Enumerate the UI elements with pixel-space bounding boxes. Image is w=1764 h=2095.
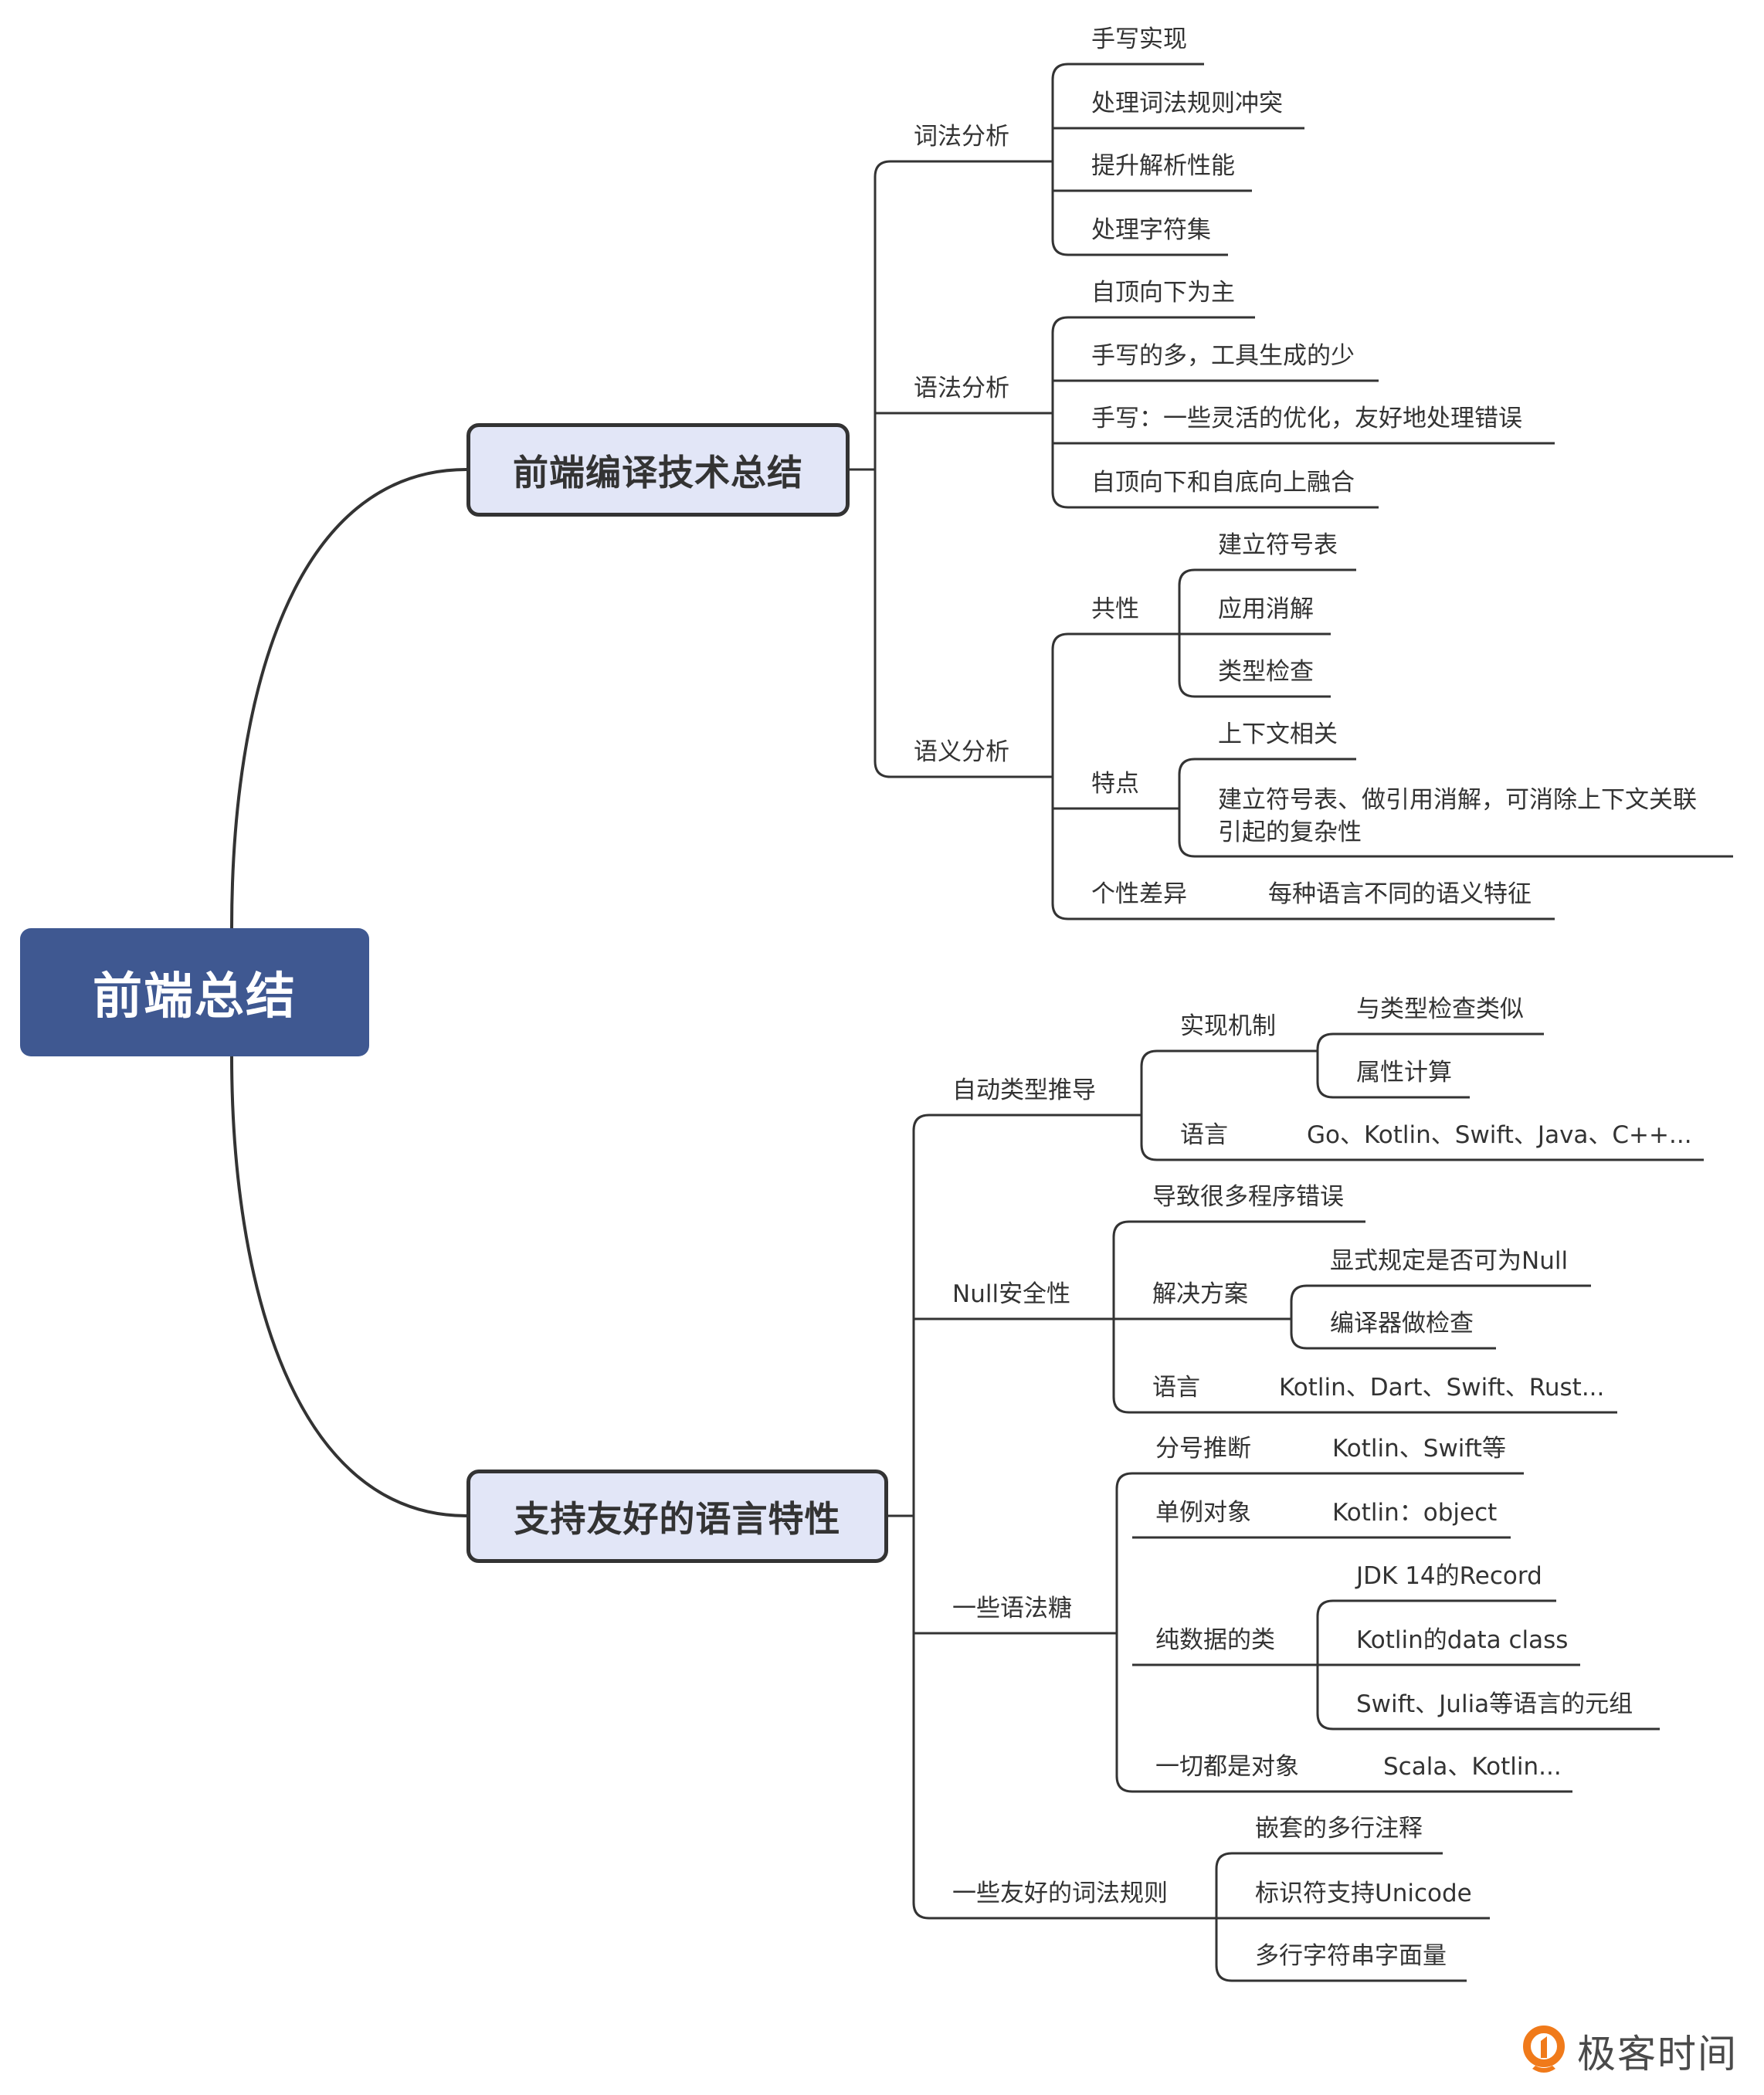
node-leaf[interactable]: 处理词法规则冲突 xyxy=(1091,90,1283,117)
mechanism-spine xyxy=(1316,1032,1334,1099)
node-syntax-analysis[interactable]: 语法分析 xyxy=(914,375,1009,402)
node-leaf[interactable]: 自顶向下和自底向上融合 xyxy=(1091,469,1355,497)
brand-name: 极客时间 xyxy=(1577,2032,1738,2076)
node-leaf[interactable]: 与类型检查类似 xyxy=(1356,995,1524,1023)
branch-1-spine xyxy=(874,160,891,778)
node-lexical-analysis[interactable]: 词法分析 xyxy=(914,123,1009,151)
feature-spine xyxy=(1178,758,1196,858)
node-lexical-rules[interactable]: 一些友好的词法规则 xyxy=(952,1880,1168,1907)
node-mechanism[interactable]: 实现机制 xyxy=(1180,1012,1276,1040)
semantic-spine xyxy=(1051,632,1069,920)
solution-spine xyxy=(1290,1284,1308,1350)
node-value: 每种语言不同的语义特征 xyxy=(1268,880,1532,908)
branch-language-features[interactable]: 支持友好的语言特性 xyxy=(466,1470,888,1563)
node-commonality[interactable]: 共性 xyxy=(1091,595,1139,623)
node-leaf[interactable]: JDK 14的Record xyxy=(1356,1562,1542,1590)
node-leaf[interactable]: 应用消解 xyxy=(1218,595,1314,623)
geektime-logo-icon xyxy=(1523,2026,1565,2073)
node-leaf[interactable]: 嵌套的多行注释 xyxy=(1255,1815,1423,1842)
node-data-class[interactable]: 纯数据的类 xyxy=(1155,1626,1275,1654)
node-singleton[interactable]: 单例对象 xyxy=(1155,1499,1251,1527)
node-semantic-analysis[interactable]: 语义分析 xyxy=(914,738,1009,766)
branch-2-spine xyxy=(912,1114,930,1920)
lexical-spine xyxy=(1051,63,1069,256)
node-leaf[interactable]: Kotlin的data class xyxy=(1356,1626,1569,1654)
node-leaf[interactable]: 手写：一些灵活的优化，友好地处理错误 xyxy=(1091,405,1522,432)
node-syntactic-sugar[interactable]: 一些语法糖 xyxy=(952,1595,1072,1622)
node-leaf[interactable]: 手写的多，工具生成的少 xyxy=(1091,342,1355,370)
node-leaf[interactable]: 手写实现 xyxy=(1091,25,1187,53)
node-value: Kotlin、Swift等 xyxy=(1332,1435,1506,1463)
node-everything-object[interactable]: 一切都是对象 xyxy=(1155,1753,1299,1781)
node-leaf[interactable]: 显式规定是否可为Null xyxy=(1330,1247,1569,1275)
branch-label: 支持友好的语言特性 xyxy=(514,1497,841,1540)
branch-compile-tech[interactable]: 前端编译技术总结 xyxy=(466,423,850,517)
node-leaf[interactable]: 类型检查 xyxy=(1218,658,1314,686)
node-individual-difference[interactable]: 个性差异 xyxy=(1091,880,1187,908)
node-leaf[interactable]: 多行字符串字面量 xyxy=(1255,1942,1447,1970)
node-value: Go、Kotlin、Swift、Java、C++... xyxy=(1307,1121,1692,1149)
root-to-branch-2-connector xyxy=(230,1056,467,1517)
root-node[interactable]: 前端总结 xyxy=(20,928,369,1056)
sugar-spine xyxy=(1115,1472,1133,1793)
node-leaf-line-2[interactable]: 引起的复杂性 xyxy=(1218,819,1362,846)
node-leaf[interactable]: Swift、Julia等语言的元组 xyxy=(1356,1690,1633,1718)
root-label: 前端总结 xyxy=(93,968,297,1025)
node-features[interactable]: 特点 xyxy=(1091,770,1139,798)
null-safety-spine xyxy=(1112,1220,1130,1414)
node-semicolon-inference[interactable]: 分号推断 xyxy=(1155,1435,1251,1463)
node-leaf[interactable]: 属性计算 xyxy=(1356,1059,1452,1086)
node-value: Kotlin、Dart、Swift、Rust... xyxy=(1279,1374,1605,1402)
syntax-spine xyxy=(1051,316,1069,509)
node-leaf[interactable]: 标识符支持Unicode xyxy=(1255,1880,1472,1907)
node-null-safety[interactable]: Null安全性 xyxy=(952,1280,1071,1308)
node-leaf[interactable]: 自顶向下为主 xyxy=(1091,279,1235,307)
node-languages[interactable]: 语言 xyxy=(1180,1121,1228,1149)
node-languages[interactable]: 语言 xyxy=(1152,1374,1200,1402)
node-leaf[interactable]: 提升解析性能 xyxy=(1091,152,1235,180)
root-to-branch-1-connector xyxy=(230,468,467,929)
node-leaf[interactable]: 编译器做检查 xyxy=(1330,1310,1474,1337)
node-type-inference[interactable]: 自动类型推导 xyxy=(952,1076,1096,1104)
node-leaf-line-1[interactable]: 建立符号表、做引用消解，可消除上下文关联 xyxy=(1218,786,1697,814)
node-leaf[interactable]: 处理字符集 xyxy=(1091,216,1211,244)
type-inference-spine xyxy=(1140,1049,1158,1161)
brand-logo: 极客时间 xyxy=(1521,2023,1738,2079)
node-value: Kotlin：object xyxy=(1332,1499,1498,1527)
node-solution[interactable]: 解决方案 xyxy=(1152,1280,1248,1308)
node-leaf[interactable]: 上下文相关 xyxy=(1218,720,1338,748)
branch-label: 前端编译技术总结 xyxy=(513,451,803,493)
node-leaf[interactable]: 导致很多程序错误 xyxy=(1152,1183,1344,1211)
node-value: Scala、Kotlin... xyxy=(1383,1753,1562,1781)
node-leaf[interactable]: 建立符号表 xyxy=(1218,531,1338,559)
